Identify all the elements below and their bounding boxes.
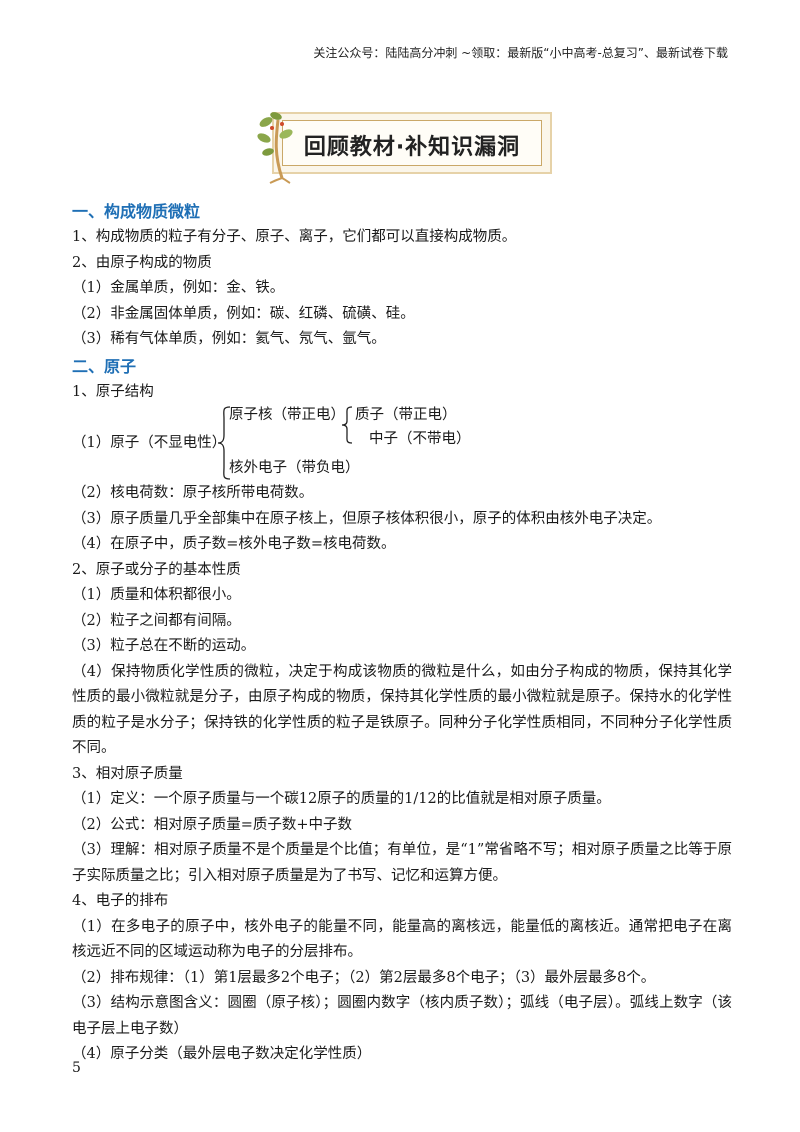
subsection-title: 3、相对原子质量 (72, 765, 183, 782)
text-line: （3）原子质量几乎全部集中在原子核上，但原子核体积很小，原子的体积由核外电子决定… (72, 510, 662, 527)
atom-label: （1）原子（不显电性） (72, 435, 227, 451)
text-line: （3）稀有气体单质，例如：氦气、氖气、氩气。 (72, 331, 386, 347)
page-content: 一、构成物质微粒 1、构成物质的粒子有分子、原子、离子，它们都可以直接构成物质。… (72, 198, 732, 1068)
text-line: （3）粒子总在不断的运动。 (72, 638, 256, 654)
page-number: 5 (72, 1060, 81, 1076)
subsection-title: 1、原子结构 (72, 383, 154, 400)
text-line: （1）定义：一个原子质量与一个碳12原子的质量的1/12的比值就是相对原子质量。 (72, 791, 611, 807)
left-brace-icon (217, 406, 231, 480)
subsection-title: 4、电子的排布 (72, 893, 169, 909)
proton-label: 质子（带正电） (355, 407, 457, 423)
ginseng-sprig-icon (257, 112, 293, 184)
electron-label: 核外电子（带负电） (229, 460, 360, 476)
text-line: （2）粒子之间都有间隔。 (72, 612, 241, 629)
text-line: 1、构成物质的粒子有分子、原子、离子，它们都可以直接构成物质。 (72, 229, 517, 245)
section-heading-atom: 二、原子 (72, 356, 137, 376)
banner-inner-frame: 回顾教材·补知识漏洞 (282, 120, 542, 166)
paragraph: （4）保持物质化学性质的微粒，决定于构成该物质的微粒是什么，如由分子构成的物质，… (72, 663, 732, 757)
paragraph: （3）结构示意图含义：圆圈（原子核）；圆圈内数字（核内质子数）；弧线（电子层）。… (72, 995, 732, 1037)
subsection-title: 2、原子或分子的基本性质 (72, 561, 241, 578)
section-heading-particles: 一、构成物质微粒 (72, 202, 201, 221)
text-line: （1）质量和体积都很小。 (72, 587, 241, 603)
text-line: （1）金属单质，例如：金、铁。 (72, 280, 285, 296)
text-line: （4）原子分类（最外层电子数决定化学性质） (72, 1046, 372, 1062)
text-line: （2）核电荷数：原子核所带电荷数。 (72, 485, 314, 501)
banner-frame: 回顾教材·补知识漏洞 (272, 112, 552, 174)
text-line: 2、由原子构成的物质 (72, 254, 212, 271)
paragraph: （1）在多电子的原子中，核外电子的能量不同，能量高的离核远，能量低的离核近。通常… (72, 918, 732, 961)
banner-title: 回顾教材·补知识漏洞 (303, 135, 521, 160)
atom-structure-diagram: （1）原子（不显电性） 原子核（带正电） 质子（带正电） 中子（不带电） 核外电… (72, 405, 732, 481)
section-banner: 回顾教材·补知识漏洞 (252, 108, 552, 184)
neutron-label: 中子（不带电） (369, 431, 471, 447)
header-note: 关注公众号：陆陆高分冲刺 ~领取：最新版“小中高考-总复习”、最新试卷下载 (313, 46, 728, 60)
text-line: （4）在原子中，质子数=核外电子数=核电荷数。 (72, 536, 396, 552)
text-line: （2）排布规律：（1）第1层最多2个电子；（2）第2层最多8个电子；（3）最外层… (72, 969, 656, 986)
nucleus-label: 原子核（带正电） (229, 407, 345, 423)
inner-brace-icon (341, 406, 353, 444)
text-line: （2）公式：相对原子质量=质子数+中子数 (72, 816, 353, 833)
paragraph: （3）理解：相对原子质量不是个质量是个比值；有单位，是“1”常省略不写；相对原子… (72, 842, 732, 884)
text-line: （2）非金属固体单质，例如：碳、红磷、硫磺、硅。 (72, 305, 415, 322)
